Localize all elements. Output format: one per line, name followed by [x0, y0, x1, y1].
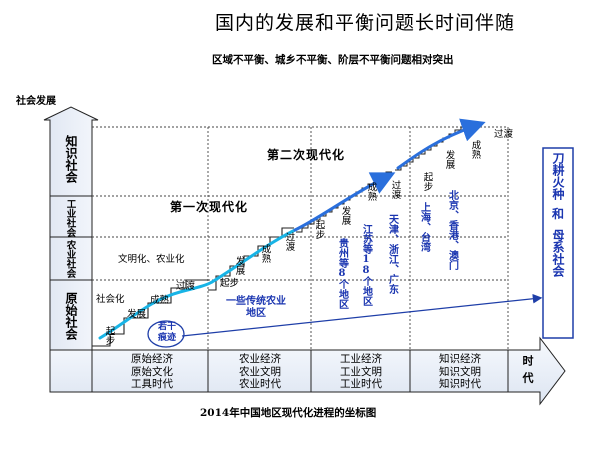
- era-industrial: 工业经济 工业文明 工业时代: [340, 353, 382, 390]
- pointer-arrow: [181, 293, 543, 337]
- x-axis-arrow: [49, 336, 566, 406]
- right-label-b: 母系社会: [551, 229, 565, 277]
- y-level-primitive: 原始社会: [64, 292, 78, 340]
- y-level-agricultural: 农业社会: [64, 240, 76, 278]
- curve-first-dense: [293, 172, 396, 232]
- region-jiangsu: 江苏等18个地区: [360, 224, 372, 306]
- ellipse-ruogan: [147, 320, 185, 348]
- step-fazhan-1: 发展: [127, 309, 147, 320]
- era-primitive: 原始经济 原始文化 工具时代: [131, 353, 173, 390]
- page-subtitle: 区域不平衡、城乡不平衡、阶层不平衡问题相对突出: [212, 54, 454, 66]
- step-qibu-2: 起步: [220, 278, 240, 289]
- phase-first: 第一次现代化: [170, 200, 249, 214]
- step-guodu-1: 过渡: [176, 281, 196, 292]
- y-axis-label: 社会发展: [16, 96, 56, 107]
- growth-curves: [98, 118, 486, 340]
- step-chengshu-3: 成熟: [365, 182, 377, 201]
- step-chengshu-1: 成熟: [150, 295, 170, 306]
- region-ruogan: 若干痕迹: [157, 322, 176, 343]
- phase-sub-civilization: 文明化、农业化: [118, 254, 185, 265]
- right-label-box: [542, 147, 574, 339]
- step-guodu-4: 过渡: [494, 129, 514, 140]
- phase-sub-socialization: 社会化: [96, 294, 125, 305]
- curve-second: [396, 118, 486, 170]
- region-tianjin: 天津、浙江、广东: [386, 214, 398, 294]
- curve-primitive: [98, 280, 214, 340]
- step-guodu-3: 过渡: [389, 180, 401, 199]
- region-shanghai: 上海、台湾: [418, 202, 430, 252]
- y-level-industrial: 工业社会: [64, 199, 76, 237]
- figure-caption: 2014年中国地区现代化进程的坐标图: [200, 407, 377, 419]
- era-agricultural: 农业经济 农业文明 农业时代: [239, 353, 281, 390]
- step-chengshu-4: 成熟: [469, 140, 481, 159]
- step-guodu-2: 过渡: [283, 232, 295, 251]
- y-axis-arrow: [43, 106, 99, 351]
- page-title: 国内的发展和平衡问题长时间伴随: [215, 12, 516, 34]
- step-qibu-1: 起步: [103, 326, 115, 345]
- era-knowledge: 知识经济 知识文明 知识时代: [439, 353, 481, 390]
- step-fazhan-4: 发展: [443, 150, 455, 169]
- curve-first: [210, 228, 297, 284]
- region-guizhou: 贵州等8个地区: [336, 238, 348, 309]
- right-label-he: 和: [551, 207, 564, 221]
- phase-second: 第二次现代化: [267, 148, 346, 162]
- region-yixie: 一些传统农业地区: [226, 296, 286, 319]
- region-beijing: 北京、香港、澳门: [446, 190, 458, 270]
- staircase-primitive: [92, 279, 208, 347]
- step-qibu-3: 起步: [313, 220, 325, 239]
- right-label: 刀耕火种 和 母系社会: [546, 152, 570, 277]
- y-level-knowledge: 知识社会: [64, 135, 78, 183]
- step-chengshu-2: 成熟: [259, 244, 271, 263]
- x-axis-label: 时代: [521, 355, 534, 389]
- step-qibu-4: 起步: [421, 172, 433, 191]
- dotted-grid: [92, 126, 509, 350]
- step-fazhan-3: 发展: [339, 206, 351, 225]
- step-fazhan-2: 发展: [233, 256, 245, 275]
- right-label-a: 刀耕火种: [551, 152, 565, 200]
